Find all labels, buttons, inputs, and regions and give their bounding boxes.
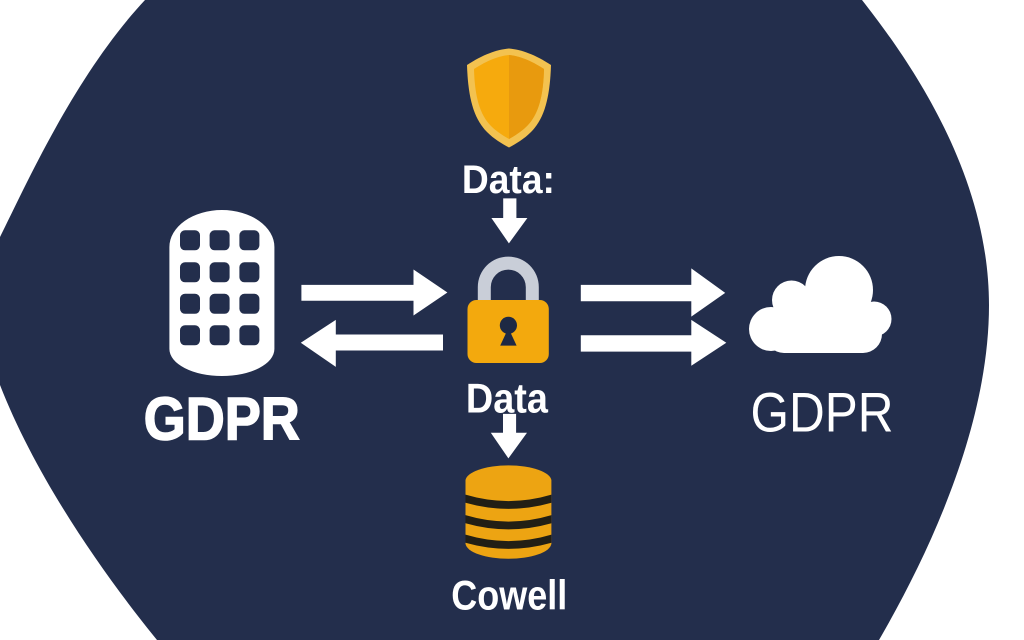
svg-text:Data: Data	[466, 375, 549, 421]
svg-text:GDPR: GDPR	[751, 382, 894, 444]
svg-text:Cowell: Cowell	[451, 573, 567, 619]
svg-text:GDPR: GDPR	[144, 385, 300, 453]
svg-text:Data:: Data:	[462, 158, 555, 202]
